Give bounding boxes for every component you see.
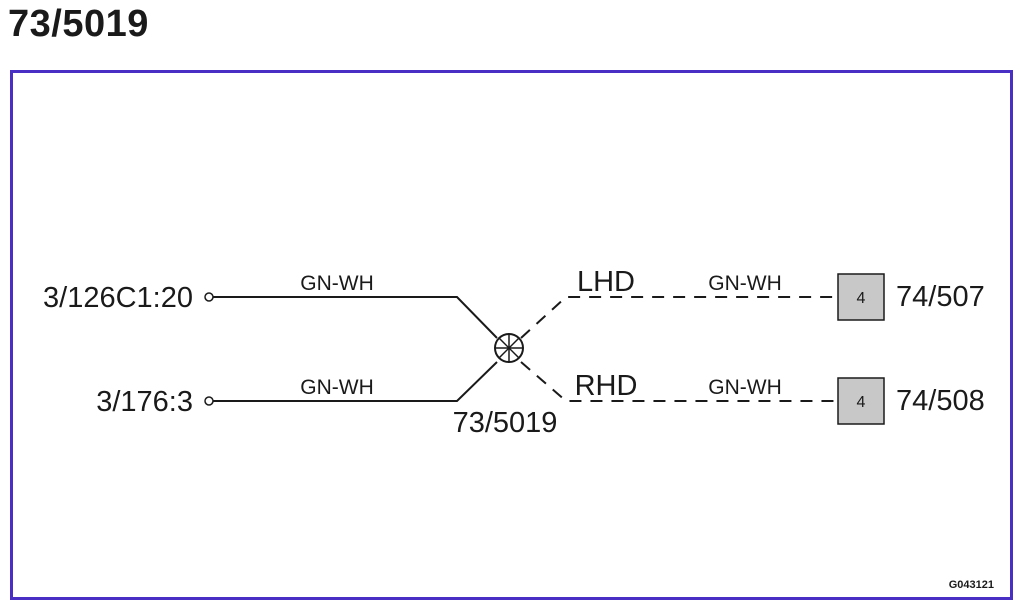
output-wire-color-1: GN-WH (708, 272, 781, 295)
connector-pin-1: 4 (857, 290, 866, 307)
output-wire-2 (520, 361, 836, 402)
input-wire-2 (204, 361, 498, 406)
connector-box-1 (837, 273, 885, 321)
page-title: 73/5019 (8, 3, 149, 45)
splice-label: 73/5019 (453, 407, 558, 439)
input-wire-1 (204, 292, 498, 339)
figure-id: G043121 (949, 579, 994, 591)
splice-icon (494, 333, 524, 363)
connector-box-2 (837, 377, 885, 425)
variant-label-lhd: LHD (577, 266, 635, 298)
diagram-frame (10, 70, 1013, 600)
input-wire-color-1: GN-WH (300, 272, 373, 295)
terminal-open-circle-icon (204, 292, 214, 302)
output-wire-1 (520, 296, 836, 339)
variant-label-rhd: RHD (575, 370, 638, 402)
output-wire-color-2: GN-WH (708, 376, 781, 399)
terminal-open-circle-icon (204, 396, 214, 406)
connector-label-1: 74/507 (896, 281, 985, 313)
input-wire-color-2: GN-WH (300, 376, 373, 399)
connector-pin-2: 4 (857, 394, 866, 411)
input-label-2: 3/176:3 (96, 386, 193, 418)
input-label-1: 3/126C1:20 (43, 282, 193, 314)
connector-label-2: 74/508 (896, 385, 985, 417)
